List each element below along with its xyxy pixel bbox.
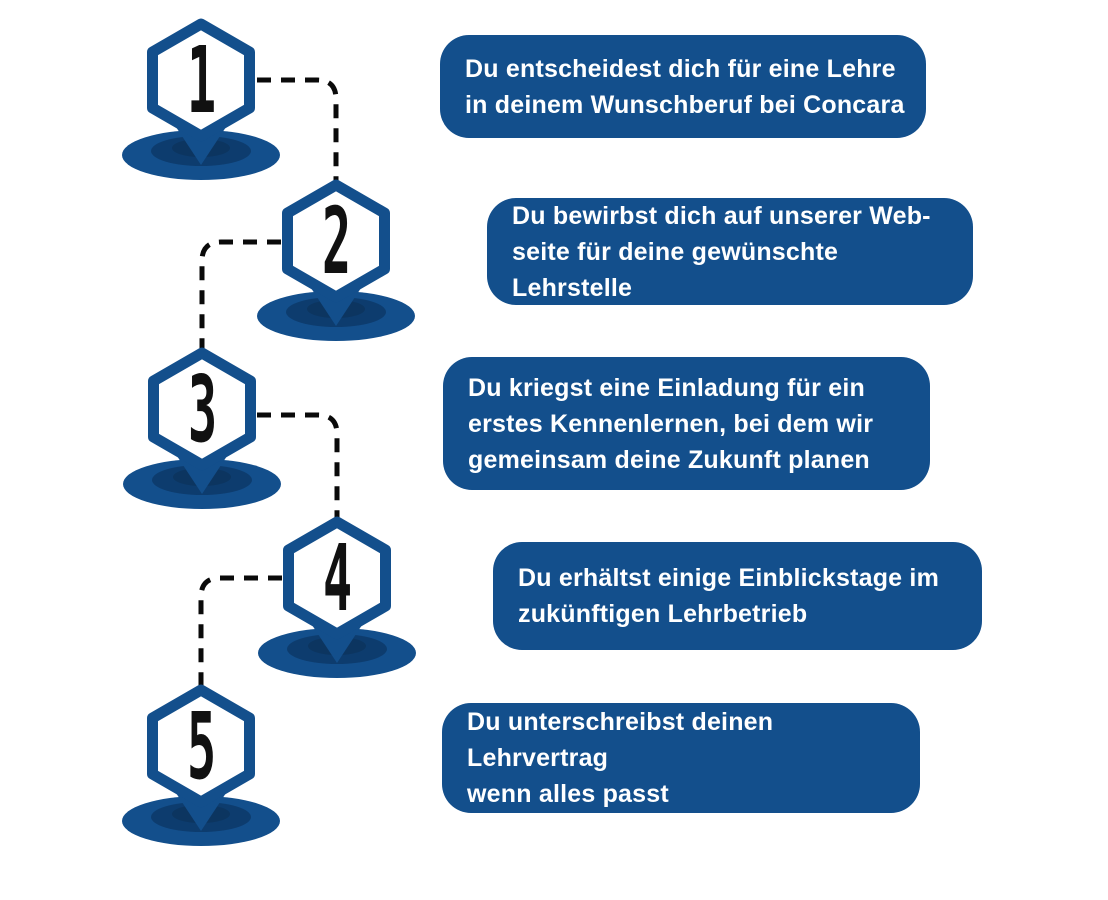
step-number-4: 4: [322, 524, 352, 632]
pin-tail: [177, 456, 227, 494]
pin-tail: [311, 288, 361, 326]
hexagon-marker: [147, 684, 255, 808]
step-pin-3: 3: [117, 344, 287, 534]
step-card-1: Du entscheidest dich für eine Lehre in d…: [440, 35, 926, 138]
hexagon-marker: [148, 347, 256, 471]
step-card-2: Du bewirbst dich auf unserer Web- seite …: [487, 198, 973, 305]
step-number-3: 3: [187, 355, 217, 463]
pin-tail: [312, 625, 362, 663]
step-pin-5: 5: [116, 681, 286, 871]
hexagon-marker: [283, 516, 391, 640]
step-pin-2: 2: [251, 176, 421, 366]
step-pin-1: 1: [116, 15, 286, 205]
hexagon-marker: [147, 18, 255, 142]
pin-tail: [176, 793, 226, 831]
pin-tail: [176, 127, 226, 165]
step-card-5: Du unterschreibst deinen Lehrvertrag wen…: [442, 703, 920, 813]
step-card-3: Du kriegst eine Einladung für ein erstes…: [443, 357, 930, 490]
step-number-2: 2: [321, 187, 351, 295]
step-number-5: 5: [186, 692, 216, 800]
hexagon-marker: [282, 179, 390, 303]
step-card-4: Du erhältst einige Einblickstage im zukü…: [493, 542, 982, 650]
step-pin-4: 4: [252, 513, 422, 703]
step-number-1: 1: [186, 26, 216, 134]
